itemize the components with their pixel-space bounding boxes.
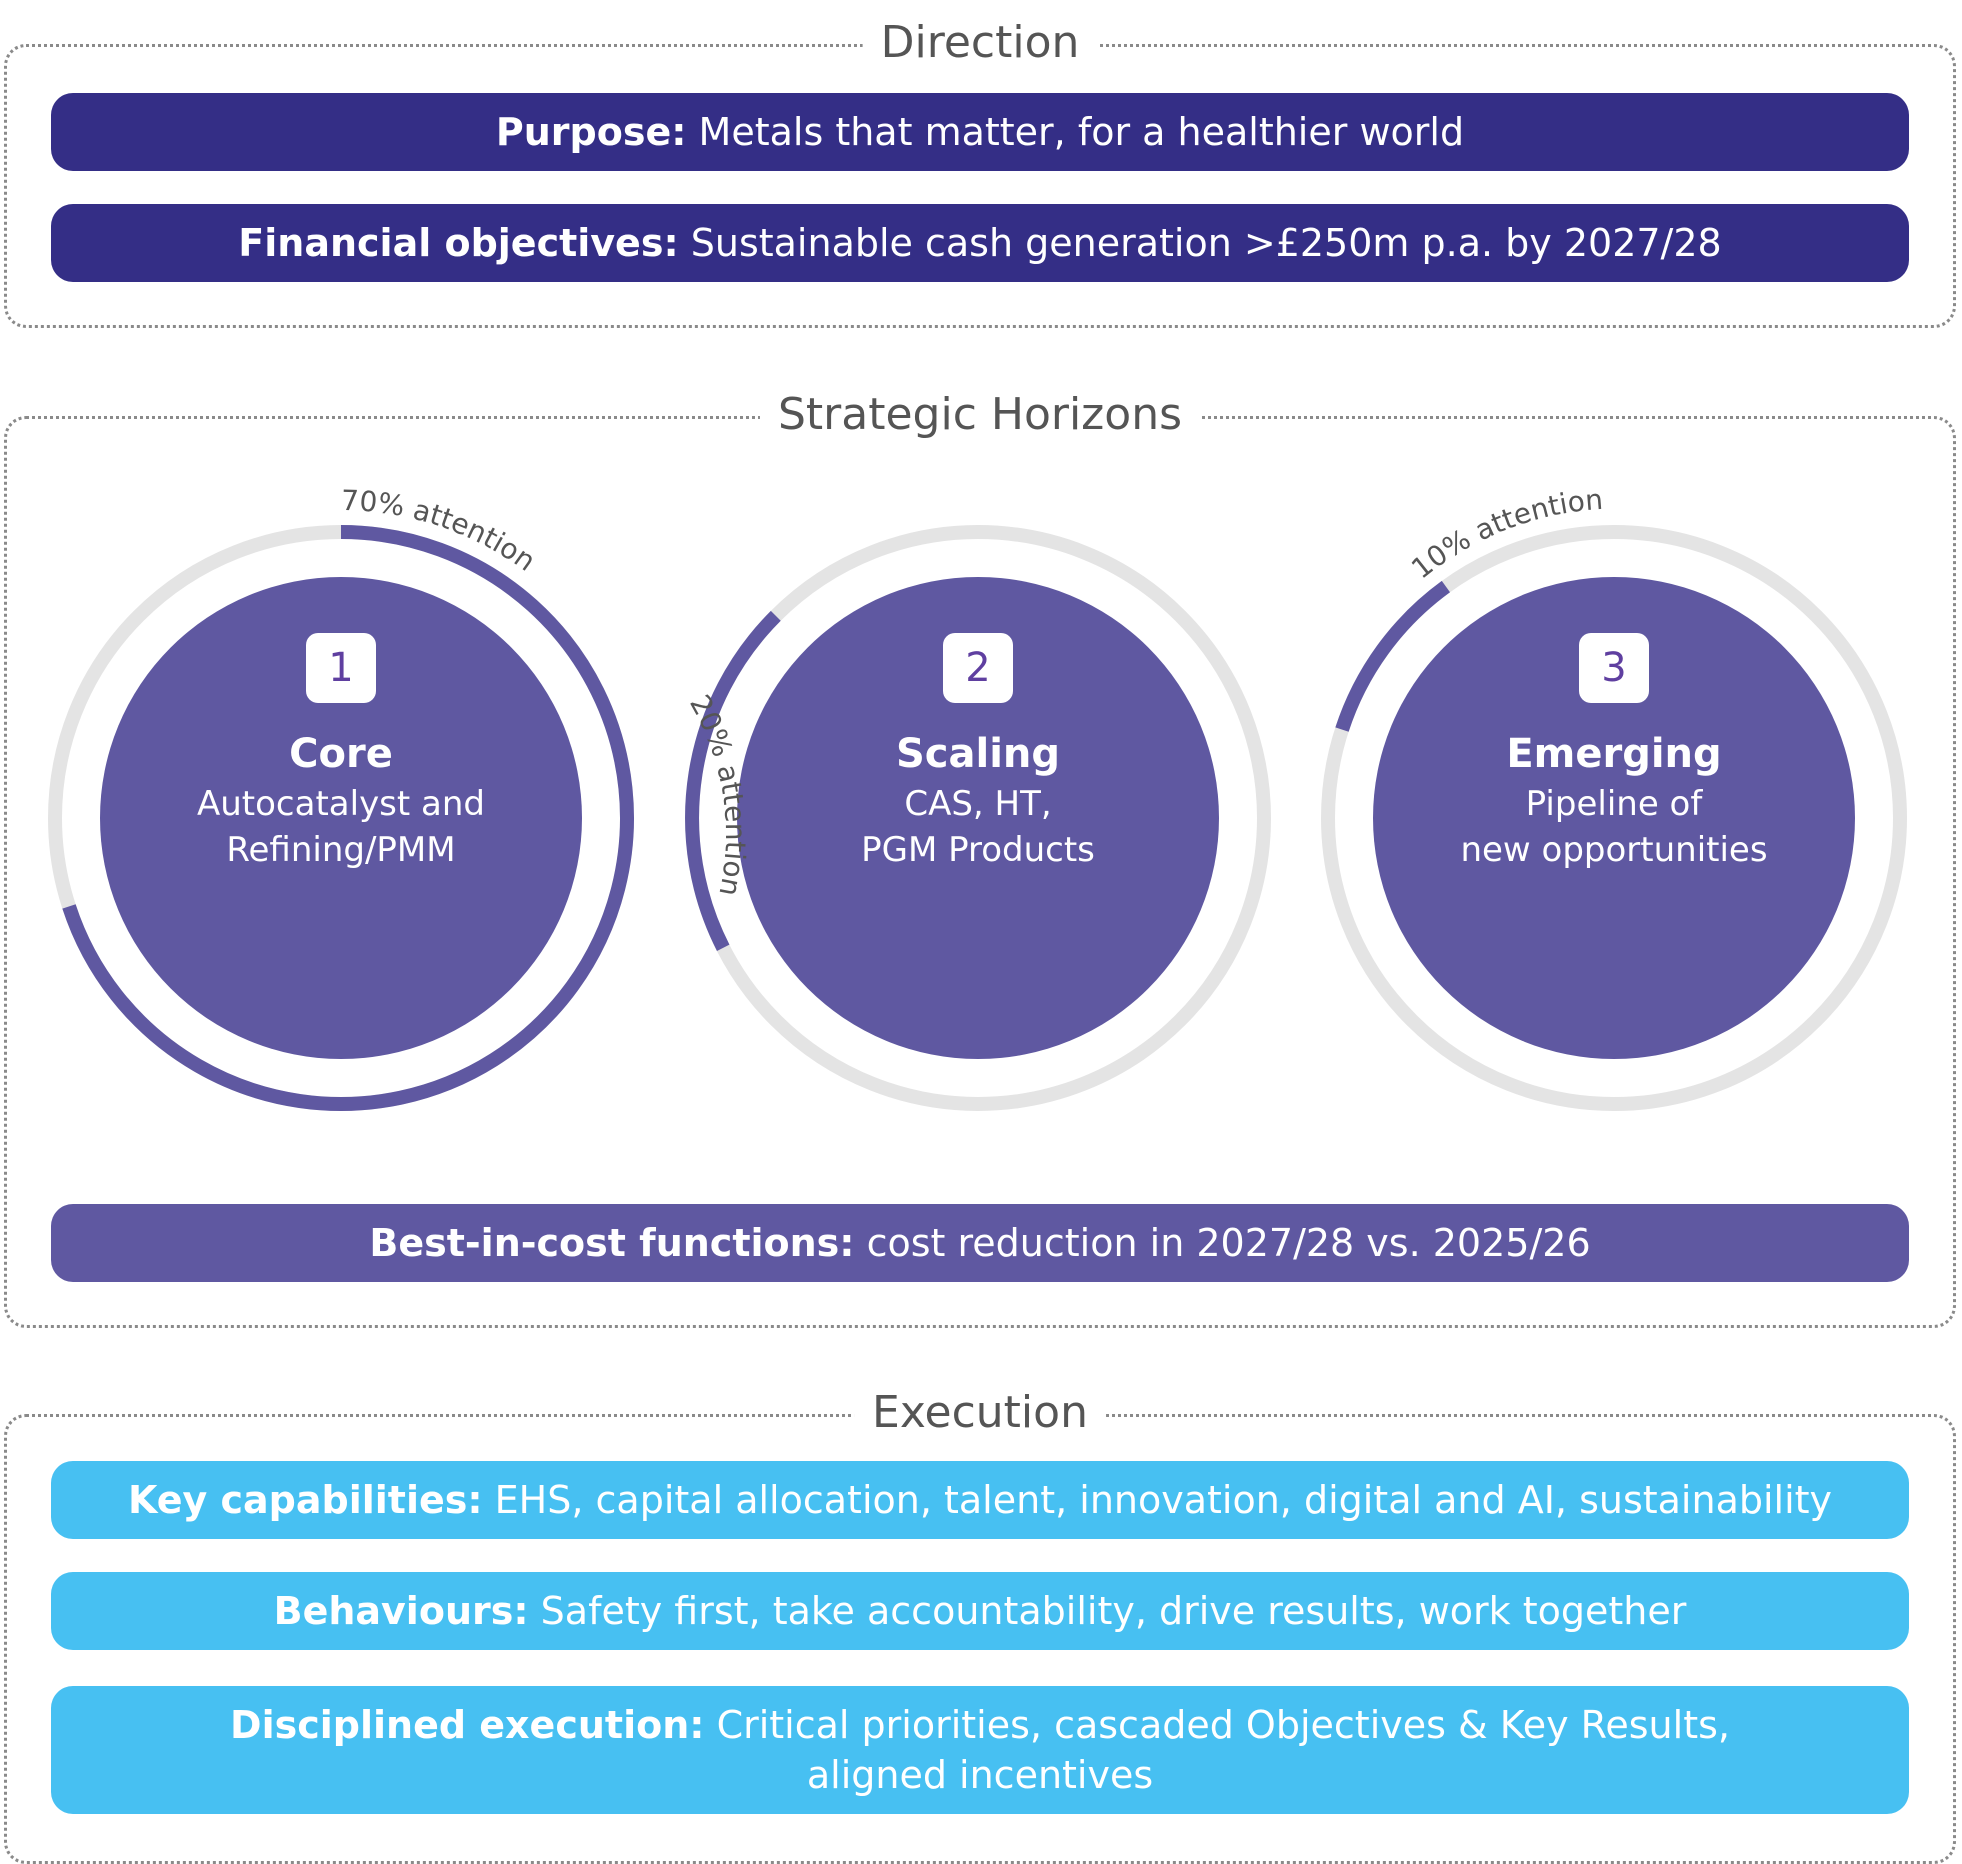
scaling-number-badge: 2 bbox=[943, 633, 1013, 703]
direction-title: Direction bbox=[862, 13, 1098, 73]
core-circle bbox=[100, 577, 582, 1059]
scaling-desc-line1: CAS, HT, bbox=[904, 784, 1052, 824]
emerging-horizon: 3 Emerging Pipeline of new opportunities bbox=[1374, 633, 1854, 873]
financial-objectives-bar: Financial objectives: Sustainable cash g… bbox=[51, 204, 1909, 282]
best-in-cost-text: cost reduction in 2027/28 vs. 2025/26 bbox=[866, 1221, 1591, 1265]
execution-title: Execution bbox=[854, 1383, 1106, 1443]
best-in-cost-bar: Best-in-cost functions: cost reduction i… bbox=[51, 1204, 1909, 1282]
emerging-desc-line1: Pipeline of bbox=[1525, 784, 1703, 824]
scaling-horizon: 2 Scaling CAS, HT, PGM Products bbox=[738, 633, 1218, 873]
behaviours-text: Safety first, take accountability, drive… bbox=[540, 1589, 1687, 1633]
emerging-number-badge: 3 bbox=[1579, 633, 1649, 703]
behaviours-label: Behaviours: bbox=[273, 1589, 529, 1633]
key-capabilities-label: Key capabilities: bbox=[127, 1478, 483, 1522]
core-horizon: 1 Core Autocatalyst and Refining/PMM bbox=[101, 633, 581, 873]
disciplined-execution-bar: Disciplined execution: Critical prioriti… bbox=[51, 1686, 1909, 1814]
financial-objectives-text: Sustainable cash generation >£250m p.a. … bbox=[690, 221, 1722, 265]
core-attention-arc bbox=[62, 525, 634, 1111]
strategic-horizons-section: Strategic Horizons Best-in-cost function… bbox=[4, 385, 1956, 1328]
scaling-circle bbox=[737, 577, 1219, 1059]
behaviours-bar: Behaviours: Safety first, take accountab… bbox=[51, 1572, 1909, 1650]
purpose-text: Metals that matter, for a healthier worl… bbox=[698, 110, 1465, 154]
purpose-bar: Purpose: Metals that matter, for a healt… bbox=[51, 93, 1909, 171]
emerging-desc-line2: new opportunities bbox=[1460, 830, 1768, 870]
emerging-ring-track bbox=[1321, 525, 1907, 1111]
scaling-desc-line2: PGM Products bbox=[861, 830, 1095, 870]
key-capabilities-text: EHS, capital allocation, talent, innovat… bbox=[494, 1478, 1833, 1522]
core-desc-line1: Autocatalyst and bbox=[196, 784, 486, 824]
core-ring bbox=[48, 525, 634, 1111]
purpose-label: Purpose: bbox=[495, 110, 687, 154]
disciplined-execution-label: Disciplined execution: bbox=[230, 1703, 705, 1747]
emerging-circle bbox=[1373, 577, 1855, 1059]
execution-section: Execution Key capabilities: EHS, capital… bbox=[4, 1383, 1956, 1864]
scaling-ring bbox=[685, 525, 1271, 1111]
core-title: Core bbox=[289, 731, 393, 777]
disciplined-execution-text-line2: aligned incentives bbox=[806, 1753, 1154, 1797]
scaling-title: Scaling bbox=[895, 731, 1061, 777]
key-capabilities-bar: Key capabilities: EHS, capital allocatio… bbox=[51, 1461, 1909, 1539]
core-desc-line2: Refining/PMM bbox=[226, 830, 456, 870]
disciplined-execution-text: Critical priorities, cascaded Objectives… bbox=[716, 1703, 1730, 1747]
scaling-attention-arc bbox=[685, 610, 781, 951]
direction-section: Direction Purpose: Metals that matter, f… bbox=[4, 13, 1956, 328]
best-in-cost-label: Best-in-cost functions: bbox=[369, 1221, 855, 1265]
strategic-horizons-title: Strategic Horizons bbox=[759, 385, 1201, 445]
emerging-attention-arc bbox=[1335, 580, 1451, 732]
financial-objectives-label: Financial objectives: bbox=[238, 221, 679, 265]
emerging-title: Emerging bbox=[1506, 731, 1722, 777]
emerging-ring bbox=[1321, 525, 1907, 1111]
core-number-badge: 1 bbox=[306, 633, 376, 703]
